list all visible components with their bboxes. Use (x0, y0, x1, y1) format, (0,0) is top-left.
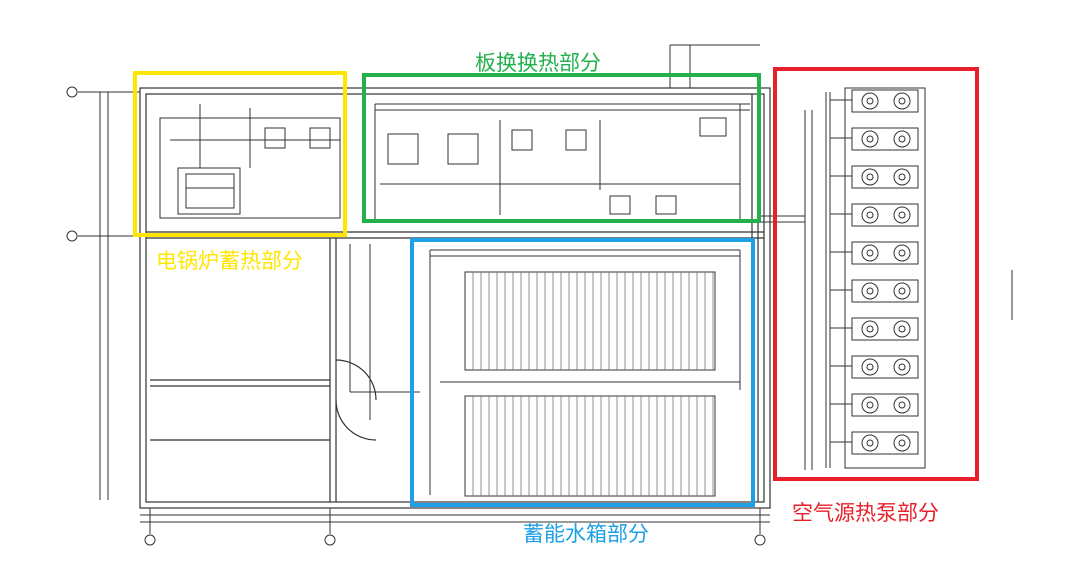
air-source-heat-pump-label: 空气源热泵部分 (792, 501, 939, 525)
heat-pump-unit-casing (851, 317, 919, 341)
fan-icon (861, 320, 879, 338)
heat-pump-equipment (758, 87, 1013, 470)
heat-pump-unit-casing (851, 393, 919, 417)
fan-hub-icon (866, 211, 874, 219)
plate-exchanger-equipment (374, 103, 750, 220)
heat-pump-unit-casing (851, 89, 919, 113)
fan-icon (893, 320, 911, 338)
heat-pump-unit (830, 203, 919, 227)
heat-pump-unit (830, 89, 919, 113)
storage-tank-frame (410, 238, 755, 507)
fan-icon (893, 206, 911, 224)
fan-icon (893, 92, 911, 110)
electric-boiler-equipment (159, 104, 341, 219)
heat-pump-unit-casing (851, 165, 919, 189)
fan-icon (893, 396, 911, 414)
fan-icon (893, 358, 911, 376)
fan-icon (893, 244, 911, 262)
fan-icon (861, 92, 879, 110)
fan-icon (861, 206, 879, 224)
air-source-heat-pump-frame (773, 67, 979, 481)
fan-icon (861, 396, 879, 414)
fan-hub-icon (866, 287, 874, 295)
heat-pump-unit (830, 431, 919, 455)
fan-hub-icon (898, 135, 906, 143)
fan-hub-icon (898, 363, 906, 371)
fan-hub-icon (898, 211, 906, 219)
storage-tank-equipment (349, 244, 741, 497)
fan-icon (861, 130, 879, 148)
plate-exchanger-label: 板换换热部分 (475, 51, 601, 75)
heat-pump-unit (830, 165, 919, 189)
heat-pump-unit (830, 317, 919, 341)
fan-hub-icon (898, 325, 906, 333)
heat-pump-unit-casing (851, 203, 919, 227)
fan-hub-icon (898, 97, 906, 105)
fan-hub-icon (898, 287, 906, 295)
heat-pump-unit (830, 279, 919, 303)
heat-pump-units (830, 89, 919, 455)
building-walls (139, 87, 771, 509)
fan-icon (861, 168, 879, 186)
fan-hub-icon (866, 325, 874, 333)
fan-icon (893, 130, 911, 148)
fan-hub-icon (898, 439, 906, 447)
fan-hub-icon (866, 135, 874, 143)
electric-boiler-label: 电锅炉蓄热部分 (156, 249, 303, 273)
fan-icon (893, 434, 911, 452)
electric-boiler-frame (133, 71, 347, 237)
fan-hub-icon (866, 173, 874, 181)
fan-hub-icon (866, 439, 874, 447)
fan-hub-icon (898, 249, 906, 257)
fan-hub-icon (898, 173, 906, 181)
fan-hub-icon (866, 363, 874, 371)
plate-exchanger-frame (362, 73, 761, 223)
heat-pump-unit-casing (851, 355, 919, 379)
heat-pump-unit (830, 127, 919, 151)
fan-hub-icon (866, 401, 874, 409)
tank-stripes (472, 272, 714, 496)
fan-icon (861, 282, 879, 300)
heat-pump-unit-casing (851, 127, 919, 151)
heat-pump-unit (830, 241, 919, 265)
heat-pump-unit-casing (851, 279, 919, 303)
fan-hub-icon (866, 249, 874, 257)
heat-pump-unit (830, 355, 919, 379)
heat-pump-unit-casing (851, 241, 919, 265)
fan-hub-icon (898, 401, 906, 409)
fan-icon (861, 434, 879, 452)
fan-icon (893, 282, 911, 300)
fan-hub-icon (866, 97, 874, 105)
heat-pump-unit (830, 393, 919, 417)
fan-icon (861, 358, 879, 376)
fan-icon (893, 168, 911, 186)
grid-axis-markers (66, 44, 770, 546)
fan-icon (861, 244, 879, 262)
heat-pump-unit-casing (851, 431, 919, 455)
storage-tank-label: 蓄能水箱部分 (523, 522, 649, 546)
